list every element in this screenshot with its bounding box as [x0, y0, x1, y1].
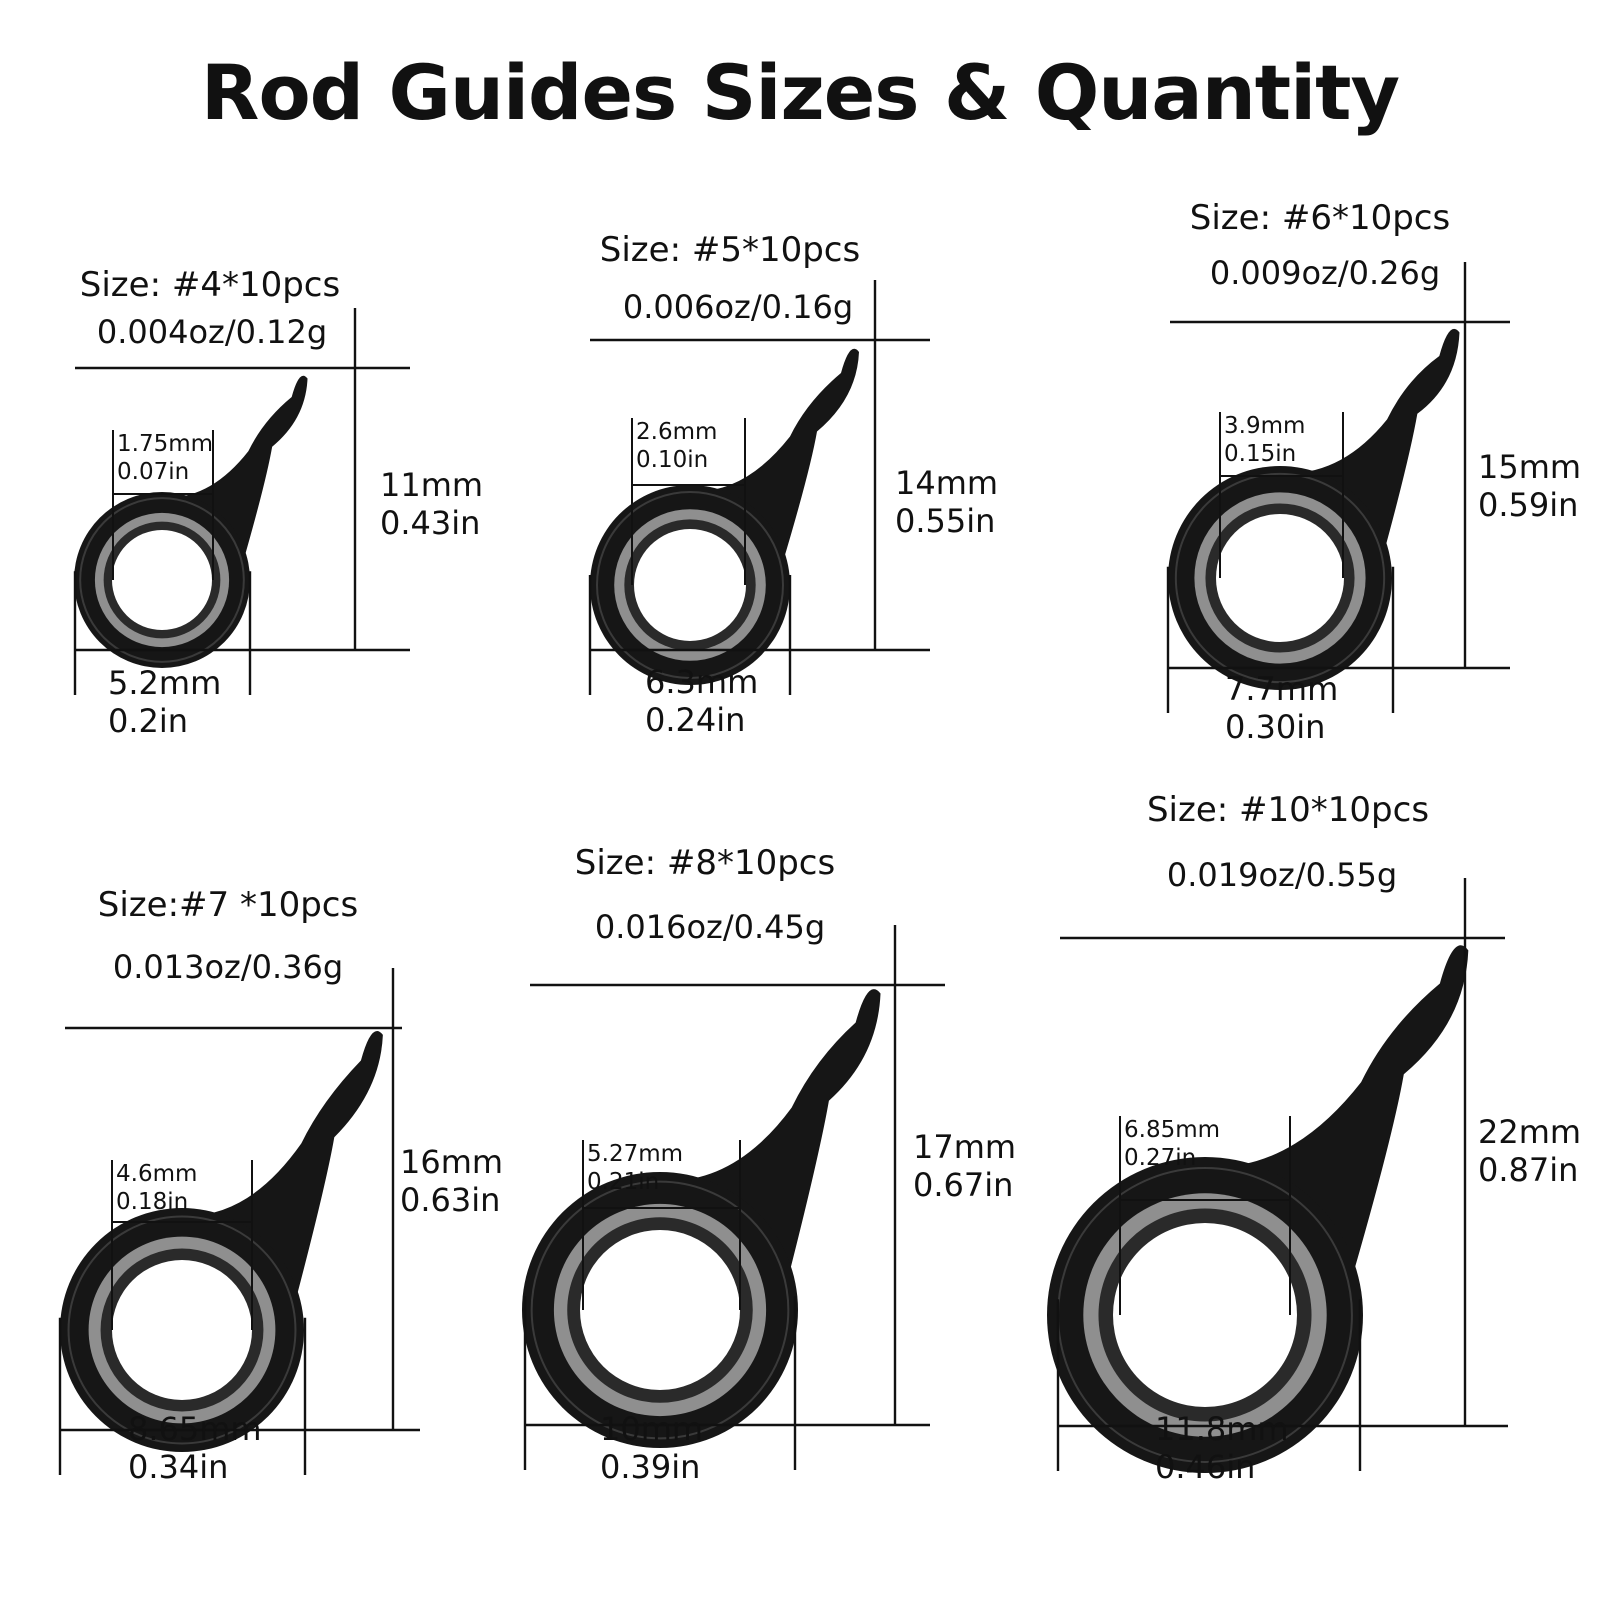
height-mm: 15mm	[1478, 448, 1582, 486]
weight-label: 0.004oz/0.12g	[96, 313, 328, 351]
inner-diameter-mm: 1.75mm	[117, 431, 214, 457]
guide-ring-rim	[530, 1180, 790, 1440]
inner-diameter-mm: 3.9mm	[1224, 413, 1306, 439]
height-in: 0.59in	[1478, 486, 1579, 524]
guide-ring-hole	[580, 1230, 740, 1390]
inner-diameter-mm: 4.6mm	[116, 1161, 198, 1187]
guide-ring-hole	[112, 1260, 252, 1400]
guide-ring-hole	[112, 530, 212, 630]
size-label: Size: #8*10pcs	[574, 843, 836, 883]
width-in: 0.39in	[600, 1448, 701, 1486]
size-label: Size: #6*10pcs	[1189, 198, 1451, 238]
inner-diameter-mm: 2.6mm	[636, 419, 718, 445]
weight-label: 0.009oz/0.26g	[1209, 254, 1441, 292]
width-mm: 10mm	[600, 1410, 704, 1448]
weight-label: 0.016oz/0.45g	[594, 908, 826, 946]
inner-diameter-in: 0.10in	[636, 447, 709, 473]
size-label: Size:#7 *10pcs	[97, 885, 359, 925]
guide-ring-hole	[634, 529, 746, 641]
inner-diameter-in: 0.27in	[1124, 1145, 1197, 1171]
height-mm: 16mm	[400, 1143, 504, 1181]
width-in: 0.30in	[1225, 708, 1326, 746]
width-in: 0.46in	[1155, 1448, 1256, 1486]
height-in: 0.55in	[895, 502, 996, 540]
width-mm: 5.2mm	[108, 664, 222, 702]
inner-diameter-mm: 6.85mm	[1124, 1117, 1221, 1143]
guide-ring-rim	[79, 497, 245, 663]
guide-ring-rim	[1174, 472, 1386, 684]
size-label: Size: #4*10pcs	[79, 265, 341, 305]
width-mm: 7.7mm	[1225, 670, 1339, 708]
inner-diameter-mm: 5.27mm	[587, 1141, 684, 1167]
weight-label: 0.006oz/0.16g	[622, 288, 854, 326]
inner-diameter-in: 0.15in	[1224, 441, 1297, 467]
height-mm: 22mm	[1478, 1113, 1582, 1151]
inner-diameter-in: 0.18in	[116, 1189, 189, 1215]
weight-label: 0.019oz/0.55g	[1166, 856, 1398, 894]
width-mm: 8.65mm	[128, 1410, 262, 1448]
guide-ring-hole	[1113, 1223, 1297, 1407]
height-in: 0.87in	[1478, 1151, 1579, 1189]
width-in: 0.2in	[108, 702, 189, 740]
height-mm: 14mm	[895, 464, 999, 502]
height-mm: 17mm	[913, 1128, 1017, 1166]
inner-diameter-in: 0.07in	[117, 459, 190, 485]
width-in: 0.24in	[645, 701, 746, 739]
page-title: Rod Guides Sizes & Quantity	[200, 48, 1400, 137]
height-in: 0.63in	[400, 1181, 501, 1219]
weight-label: 0.013oz/0.36g	[112, 948, 344, 986]
height-mm: 11mm	[380, 466, 484, 504]
width-mm: 6.3mm	[645, 663, 759, 701]
size-label: Size: #10*10pcs	[1146, 790, 1430, 830]
guide-ring-hole	[1216, 514, 1344, 642]
size-label: Size: #5*10pcs	[599, 230, 861, 270]
width-mm: 11.8mm	[1155, 1410, 1289, 1448]
guide-ring-rim	[596, 491, 784, 679]
height-in: 0.67in	[913, 1166, 1014, 1204]
guide-ring-rim	[67, 1215, 297, 1445]
inner-diameter-in: 0.21in	[587, 1169, 660, 1195]
width-in: 0.34in	[128, 1448, 229, 1486]
height-in: 0.43in	[380, 504, 481, 542]
